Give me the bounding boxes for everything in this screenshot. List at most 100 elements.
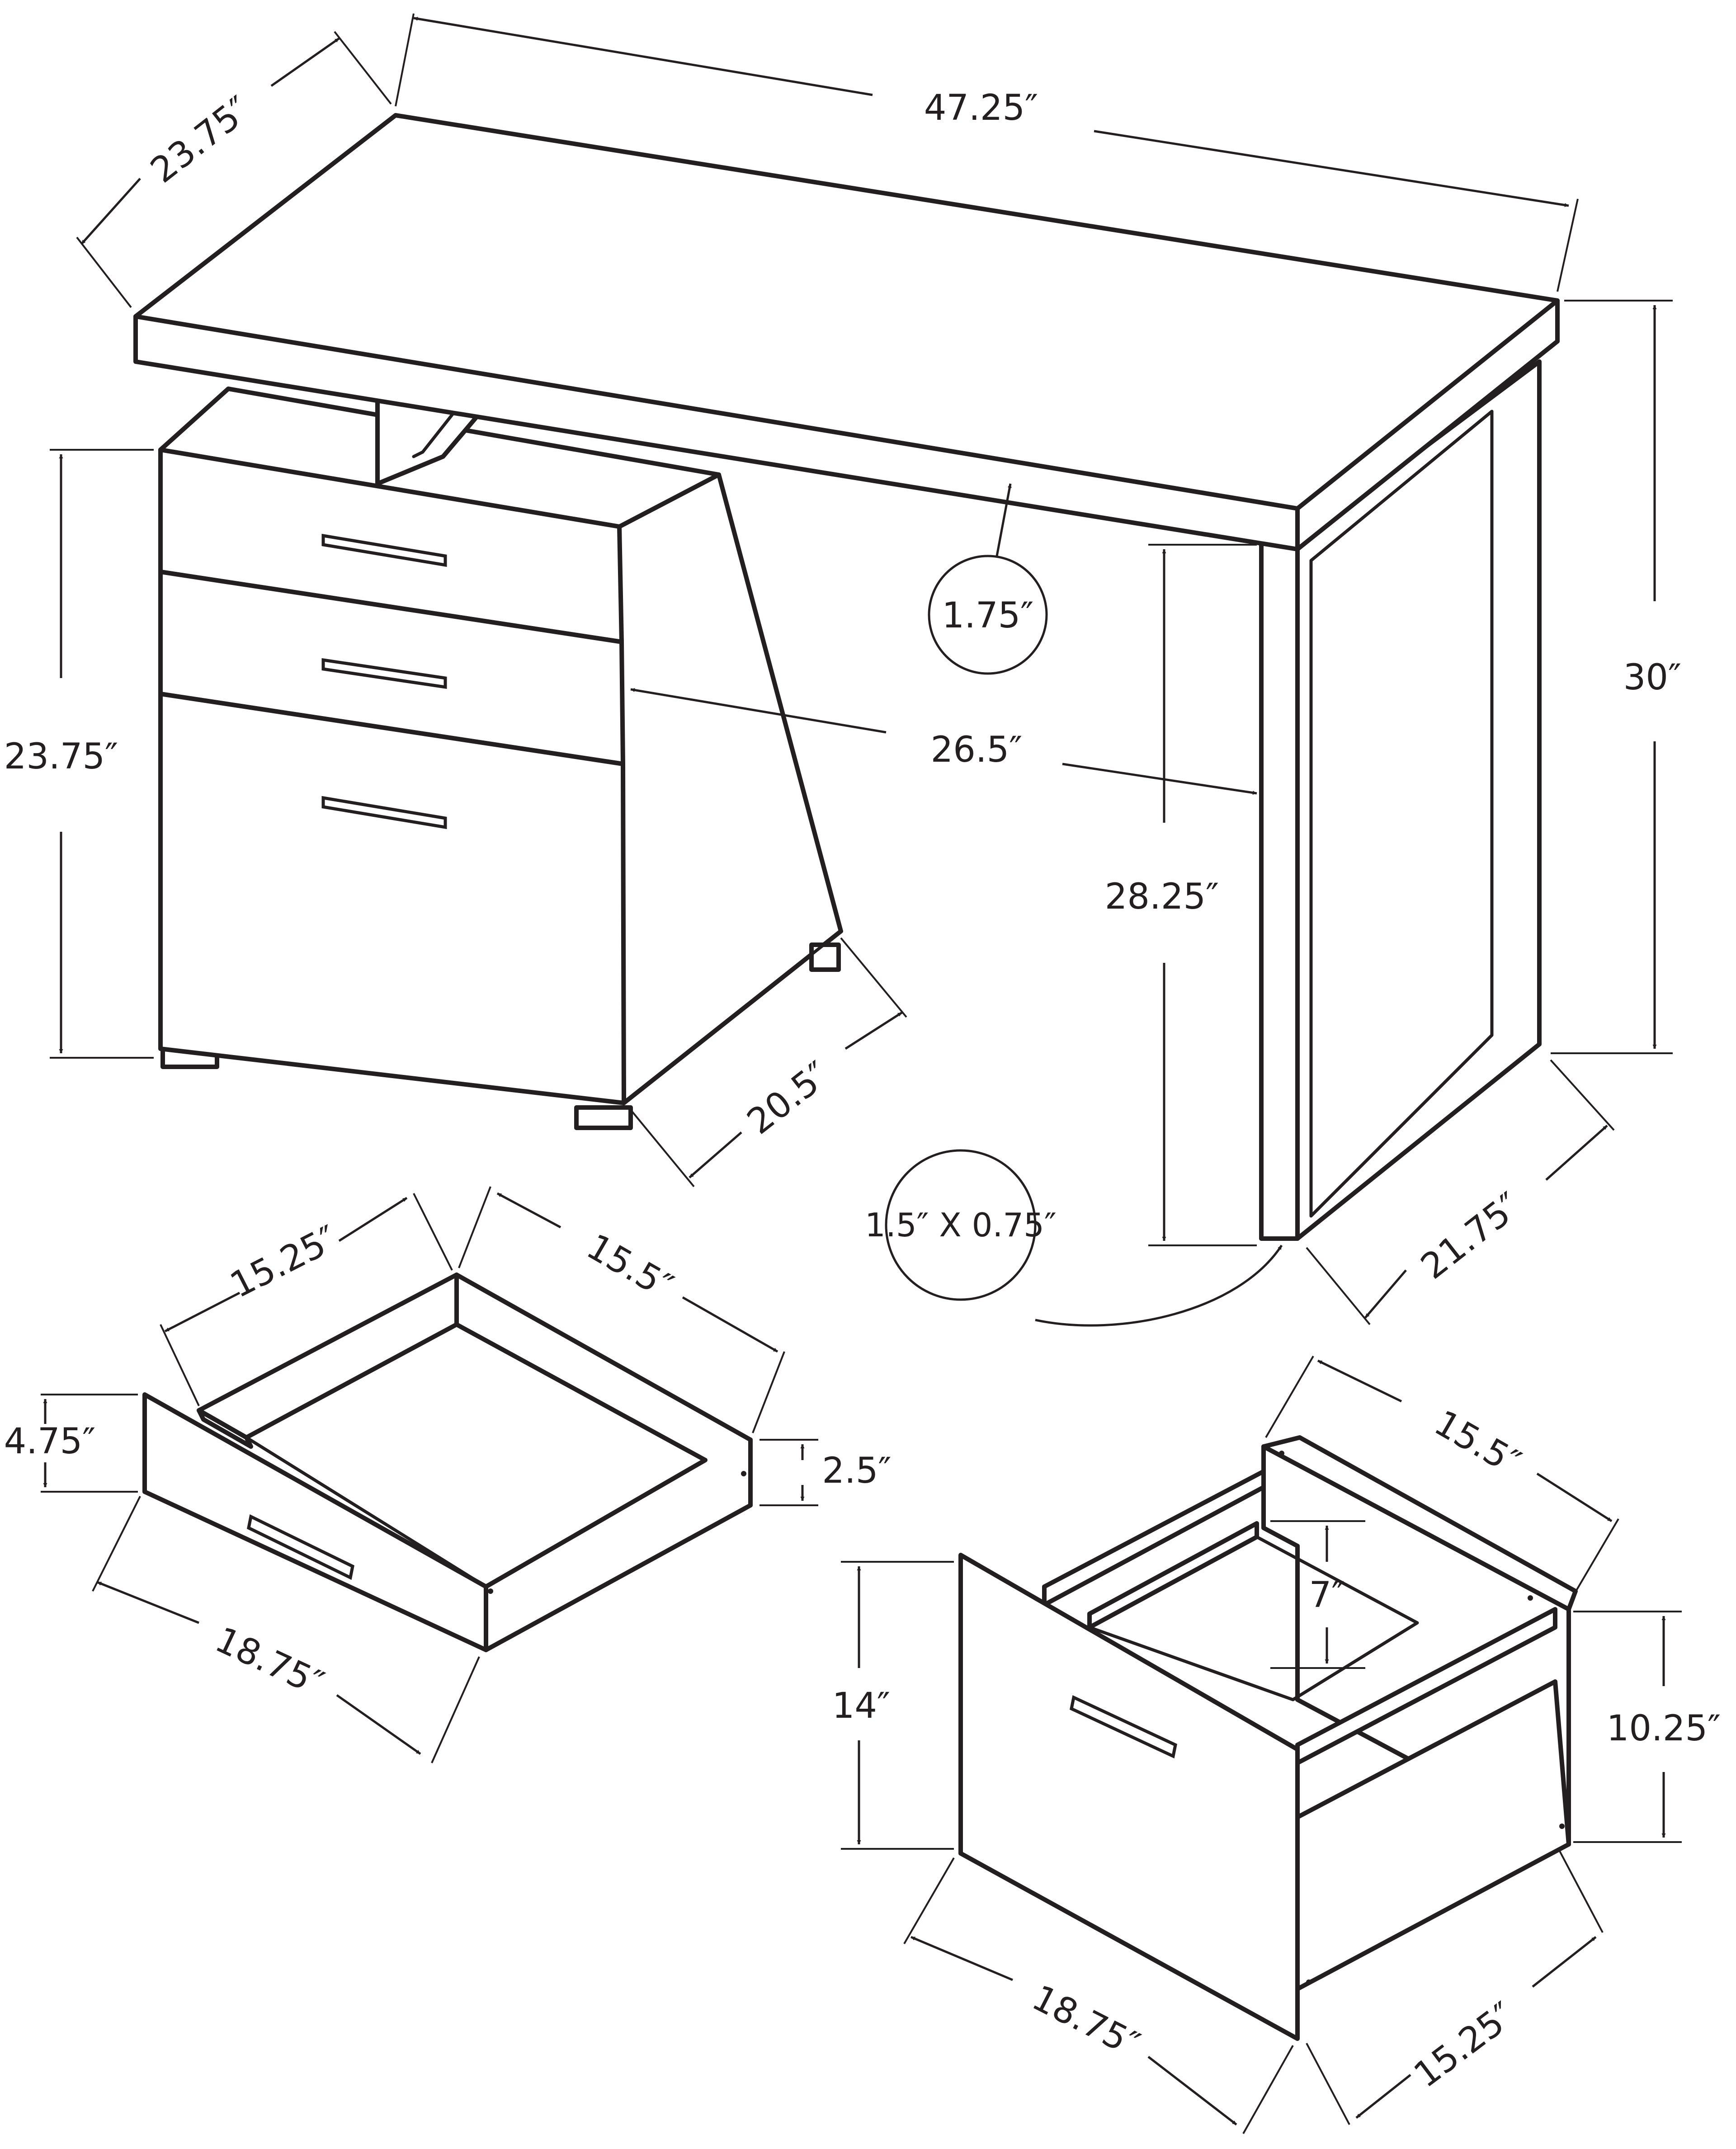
file-drawer-front	[158, 692, 626, 1105]
file-drawer-inner-height-label: 7″	[1309, 1575, 1345, 1616]
width-dimension-line-right	[1094, 130, 1569, 207]
fd-inner-width-ext-front	[1306, 2043, 1350, 2125]
cabinet-foot-front-right	[574, 1105, 633, 1130]
file-drawer-width-label: 18.75″	[1026, 1977, 1146, 2065]
leg-profile-label: 1.5″ X 0.75″	[865, 1206, 1057, 1244]
file-drawer-front-height-label: 14″	[832, 1686, 890, 1726]
file-drawer-front-handle	[1070, 1695, 1177, 1759]
small-drawer-front-height-label: 4.75″	[4, 1421, 96, 1462]
sd-front-width-ext-left	[160, 1324, 200, 1406]
leg-depth-label: 21.75″	[1414, 1185, 1528, 1287]
sd-depth-ext-front	[752, 1351, 785, 1433]
file-drawer-bottom	[1088, 1535, 1419, 1701]
middle-drawer-handle	[321, 658, 447, 689]
desk-illustration	[133, 113, 1560, 1241]
small-drawer-handle	[247, 1514, 354, 1580]
fd-depth-line-back	[1317, 1359, 1402, 1403]
depth-extension-top	[334, 31, 392, 105]
width-extension-right	[1557, 198, 1579, 292]
file-drawer-handle	[321, 796, 447, 829]
file-drawer-screw-3	[1559, 1824, 1565, 1829]
small-drawer-screw	[741, 1471, 746, 1476]
sd-width-line-left	[97, 1581, 199, 1624]
desk-height-label: 30″	[1623, 657, 1681, 698]
depth-dimension-line-bottom	[80, 178, 141, 245]
sd-width-ext-left	[92, 1496, 141, 1592]
sd-front-width-line-right	[338, 1197, 408, 1242]
top-drawer-handle	[321, 533, 447, 567]
knee-space-width-label: 26.5″	[931, 730, 1023, 770]
fd-inner-width-line-back	[1532, 1936, 1597, 1988]
knee-space-height-label: 28.25″	[1105, 877, 1219, 917]
right-leg-side-opening	[1309, 410, 1494, 1218]
cabinet-depth-line-front	[689, 1131, 742, 1178]
top-thickness-leader	[995, 483, 1012, 556]
leg-profile-leader	[1035, 1244, 1283, 1327]
cabinet-depth-extension-back	[840, 937, 907, 1018]
fd-depth-ext-back	[1265, 1355, 1314, 1438]
right-leg-front-post	[1259, 540, 1300, 1241]
cabinet-depth-label: 20.5″	[740, 1054, 837, 1143]
small-drawer-right-side	[454, 1272, 753, 1652]
sd-depth-line-front	[682, 1296, 778, 1353]
sd-depth-ext-back	[458, 1186, 491, 1268]
small-drawer-back-panel	[197, 1272, 459, 1440]
fd-width-ext-right	[1242, 2045, 1294, 2134]
sd-width-line-right	[336, 1694, 421, 1755]
fd-depth-line-front	[1536, 1472, 1613, 1522]
leg-depth-extension-front	[1306, 1247, 1371, 1325]
cabinet-bottom-edge	[622, 929, 843, 1105]
file-drawer-left-rail	[1042, 1469, 1266, 1607]
file-drawer-screw-1	[1279, 1451, 1284, 1456]
cabinet-depth-line-back	[844, 1011, 903, 1050]
small-drawer-dimensions: 15.25″ 15.5″ 4.75″ 2.5″ 18.75″	[4, 1186, 892, 1763]
small-drawer-width-label: 18.75″	[209, 1619, 330, 1704]
small-drawer-inner-height-label: 2.5″	[822, 1451, 891, 1491]
file-drawer-side-height-label: 10.25″	[1607, 1708, 1721, 1749]
knee-width-line-right	[1062, 763, 1257, 795]
cabinet-side-panel	[617, 472, 843, 1105]
file-drawer-screw-4	[1306, 1979, 1311, 1985]
leg-depth-line-back	[1545, 1125, 1608, 1181]
fd-width-line-left	[910, 1936, 1013, 1981]
depth-dimension-line-top	[270, 37, 340, 87]
knee-width-line-left	[630, 688, 887, 734]
leg-depth-extension-back	[1550, 1059, 1615, 1131]
fd-width-line-right	[1147, 2056, 1237, 2125]
fd-inner-width-ext-back	[1559, 1851, 1604, 1933]
sd-width-ext-right	[431, 1656, 480, 1763]
cabinet-foot-back	[809, 943, 841, 972]
sd-depth-line-back	[496, 1192, 561, 1229]
width-extension-left	[395, 13, 415, 107]
file-drawer-illustration	[958, 1435, 1578, 2041]
desktop-side-edge	[1295, 298, 1560, 551]
file-drawer-inner-width-label: 15.25″	[1406, 1994, 1522, 2096]
file-drawer-screw-2	[1528, 1595, 1533, 1601]
top-thickness-label: 1.75″	[942, 595, 1034, 636]
cabinet-depth-extension-front	[630, 1109, 695, 1188]
file-drawer-left-rail-lower	[1087, 1521, 1259, 1630]
width-dimension-line-left	[413, 17, 873, 96]
desk-width-label: 47.25″	[924, 88, 1038, 128]
sd-front-width-line-left	[164, 1291, 241, 1333]
leg-profile-callout-circle	[885, 1149, 1037, 1301]
top-thickness-callout-circle	[928, 555, 1048, 675]
fd-width-ext-left	[903, 1857, 955, 1945]
small-drawer-front-width-label: 15.25″	[224, 1218, 344, 1306]
small-drawer-depth-label: 15.5″	[580, 1226, 680, 1307]
desk-depth-label: 23.75″	[143, 89, 258, 191]
small-drawer-front-panel	[142, 1392, 488, 1652]
file-drawer-front-panel	[958, 1553, 1300, 2041]
small-drawer-bottom	[245, 1323, 707, 1588]
small-drawer-left-side	[197, 1408, 253, 1449]
small-drawer-illustration	[142, 1272, 753, 1652]
fd-inner-width-line-front	[1355, 2074, 1411, 2119]
sd-front-width-ext-right	[413, 1193, 453, 1271]
fd-depth-ext-front	[1572, 1518, 1619, 1597]
file-drawer-depth-label: 15.5″	[1428, 1403, 1528, 1484]
depth-extension-bottom	[76, 236, 132, 308]
leg-depth-line-front	[1364, 1269, 1407, 1319]
small-drawer-screw-front	[488, 1588, 493, 1594]
cabinet-height-label: 23.75″	[4, 736, 118, 777]
